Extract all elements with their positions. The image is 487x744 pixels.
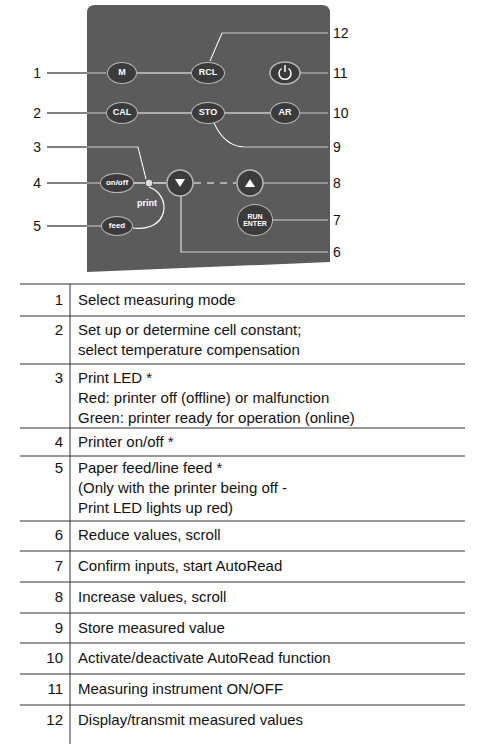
key-button: STO — [191, 102, 225, 124]
table-number: 6 — [55, 525, 63, 545]
print-led — [146, 180, 152, 186]
table-number: 5 — [55, 458, 63, 478]
button-label: CAL — [113, 108, 132, 117]
up-button — [237, 170, 263, 196]
key-button: M — [107, 62, 137, 84]
callout-number: 10 — [333, 103, 349, 123]
panel-connector — [137, 72, 191, 73]
table-number: 12 — [46, 710, 63, 730]
table-column-rule — [70, 284, 71, 744]
panel-connector — [138, 112, 191, 113]
table-number: 1 — [55, 290, 63, 310]
table-number: 9 — [55, 618, 63, 638]
table-number: 8 — [55, 587, 63, 607]
table-text: select temperature compensation — [78, 340, 300, 360]
table-text: Printer on/off * — [78, 432, 174, 452]
panel-line — [133, 182, 145, 183]
table-text: Print LED * — [78, 368, 152, 388]
table-number: 10 — [46, 648, 63, 668]
table-number: 4 — [55, 432, 63, 452]
table-text: Paper feed/line feed * — [78, 458, 222, 478]
keypad-panel — [87, 5, 330, 272]
button-label: RUN ENTER — [243, 213, 267, 228]
button-label: AR — [279, 108, 292, 117]
leader-lines-on-panel — [47, 33, 328, 252]
table-text: Select measuring mode — [78, 290, 236, 310]
down-button — [167, 170, 193, 196]
button-label: RCL — [199, 68, 218, 77]
table-text: Display/transmit measured values — [78, 710, 303, 730]
table-text: Reduce values, scroll — [78, 525, 221, 545]
panel-connector — [225, 112, 270, 113]
print-label: print — [137, 197, 157, 209]
table-number: 11 — [47, 679, 63, 699]
table-text: Green: printer ready for operation (onli… — [78, 408, 355, 428]
table-number: 7 — [55, 556, 63, 576]
callout-number: 6 — [333, 242, 341, 262]
callout-number: 12 — [333, 23, 349, 43]
up-triangle — [245, 179, 255, 187]
print-bracket — [133, 187, 164, 228]
button-label: on/off — [106, 179, 128, 187]
callout-number: 3 — [33, 137, 41, 157]
table-number: 3 — [55, 368, 63, 388]
table-text: Measuring instrument ON/OFF — [78, 679, 283, 699]
table-number: 2 — [55, 320, 63, 340]
power-symbol — [279, 65, 291, 79]
table-text: Red: printer off (offline) or malfunctio… — [78, 388, 329, 408]
key-button: feed — [101, 216, 133, 236]
table-text: Increase values, scroll — [78, 587, 226, 607]
callout-number: 7 — [333, 210, 341, 230]
callout-number: 4 — [33, 173, 41, 193]
table-text: Store measured value — [78, 618, 225, 638]
key-button: CAL — [106, 102, 138, 124]
button-label: feed — [109, 222, 125, 230]
key-button: RCL — [191, 62, 225, 84]
key-button: RUN ENTER — [237, 204, 274, 236]
panel-line — [153, 182, 166, 183]
leader-lines — [47, 33, 328, 252]
dashed-panel-line — [194, 182, 236, 183]
key-button: AR — [270, 102, 300, 124]
table-text: Activate/deactivate AutoRead function — [78, 648, 331, 668]
callout-number: 11 — [333, 63, 348, 83]
key-button: on/off — [100, 173, 135, 193]
callout-number: 2 — [33, 103, 41, 123]
table-text: Confirm inputs, start AutoRead — [78, 556, 282, 576]
callout-number: 9 — [333, 137, 341, 157]
table-rules — [20, 284, 465, 744]
button-label: STO — [199, 108, 217, 117]
button-label: M — [118, 68, 126, 77]
down-triangle — [175, 179, 185, 187]
table-row-rule — [20, 284, 465, 705]
table-text: Set up or determine cell constant; — [78, 320, 301, 340]
callout-number: 5 — [33, 216, 41, 236]
callout-number: 1 — [33, 63, 41, 83]
power-button — [270, 62, 300, 84]
callout-number: 8 — [333, 173, 341, 193]
table-text: (Only with the printer being off - Print… — [78, 478, 303, 518]
